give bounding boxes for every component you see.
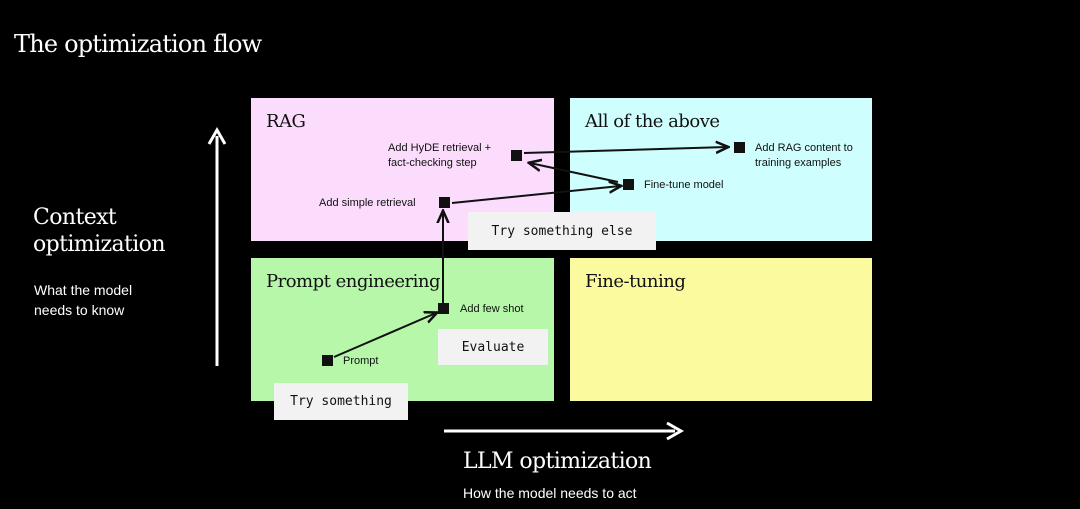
rag-content-line-1: Add RAG content to — [755, 142, 853, 154]
arrow-finetune-to-hyde — [530, 163, 619, 183]
node-label-prompt: Prompt — [343, 355, 379, 367]
arrow-prompt-to-few-shot — [333, 313, 436, 358]
node-label-simple-retrieval: Add simple retrieval — [319, 197, 416, 209]
tag-try-something-else: Try something else — [468, 212, 656, 250]
quadrant-prompt-title: Prompt engineering — [266, 271, 441, 292]
x-axis-title: LLM optimization — [463, 449, 652, 474]
arrow-hyde-to-rag-content — [523, 147, 727, 153]
node-label-hyde-retrieval: Add HyDE retrieval + fact-checking step — [388, 141, 491, 171]
node-finetune-model — [623, 179, 634, 190]
rag-content-line-2: training examples — [755, 157, 842, 169]
hyde-line-1: Add HyDE retrieval + — [388, 142, 492, 154]
quadrant-finetuning-title: Fine-tuning — [585, 271, 686, 292]
page-title: The optimization flow — [14, 30, 262, 58]
node-label-rag-content: Add RAG content to training examples — [755, 141, 853, 171]
node-label-finetune-model: Fine-tune model — [644, 179, 724, 191]
node-hyde-retrieval — [511, 150, 522, 161]
tag-try-something: Try something — [274, 383, 408, 420]
quadrant-all-title: All of the above — [585, 111, 720, 132]
arrow-retrieval-to-finetune — [451, 186, 620, 204]
x-axis-arrow — [444, 421, 685, 441]
y-axis-arrow — [207, 126, 227, 366]
node-prompt — [322, 355, 333, 366]
hyde-line-2: fact-checking step — [388, 157, 477, 169]
x-axis-subtitle: How the model needs to act — [463, 485, 637, 501]
y-axis-title: Context optimization — [33, 205, 166, 257]
tag-evaluate: Evaluate — [438, 329, 548, 365]
node-simple-retrieval — [439, 197, 450, 208]
quadrant-fine-tuning: Fine-tuning — [570, 258, 872, 401]
node-few-shot — [438, 303, 449, 314]
y-axis-subtitle: What the model needs to know — [34, 282, 133, 318]
node-label-few-shot: Add few shot — [460, 303, 524, 315]
quadrant-rag-title: RAG — [266, 111, 306, 132]
node-rag-content — [734, 142, 745, 153]
